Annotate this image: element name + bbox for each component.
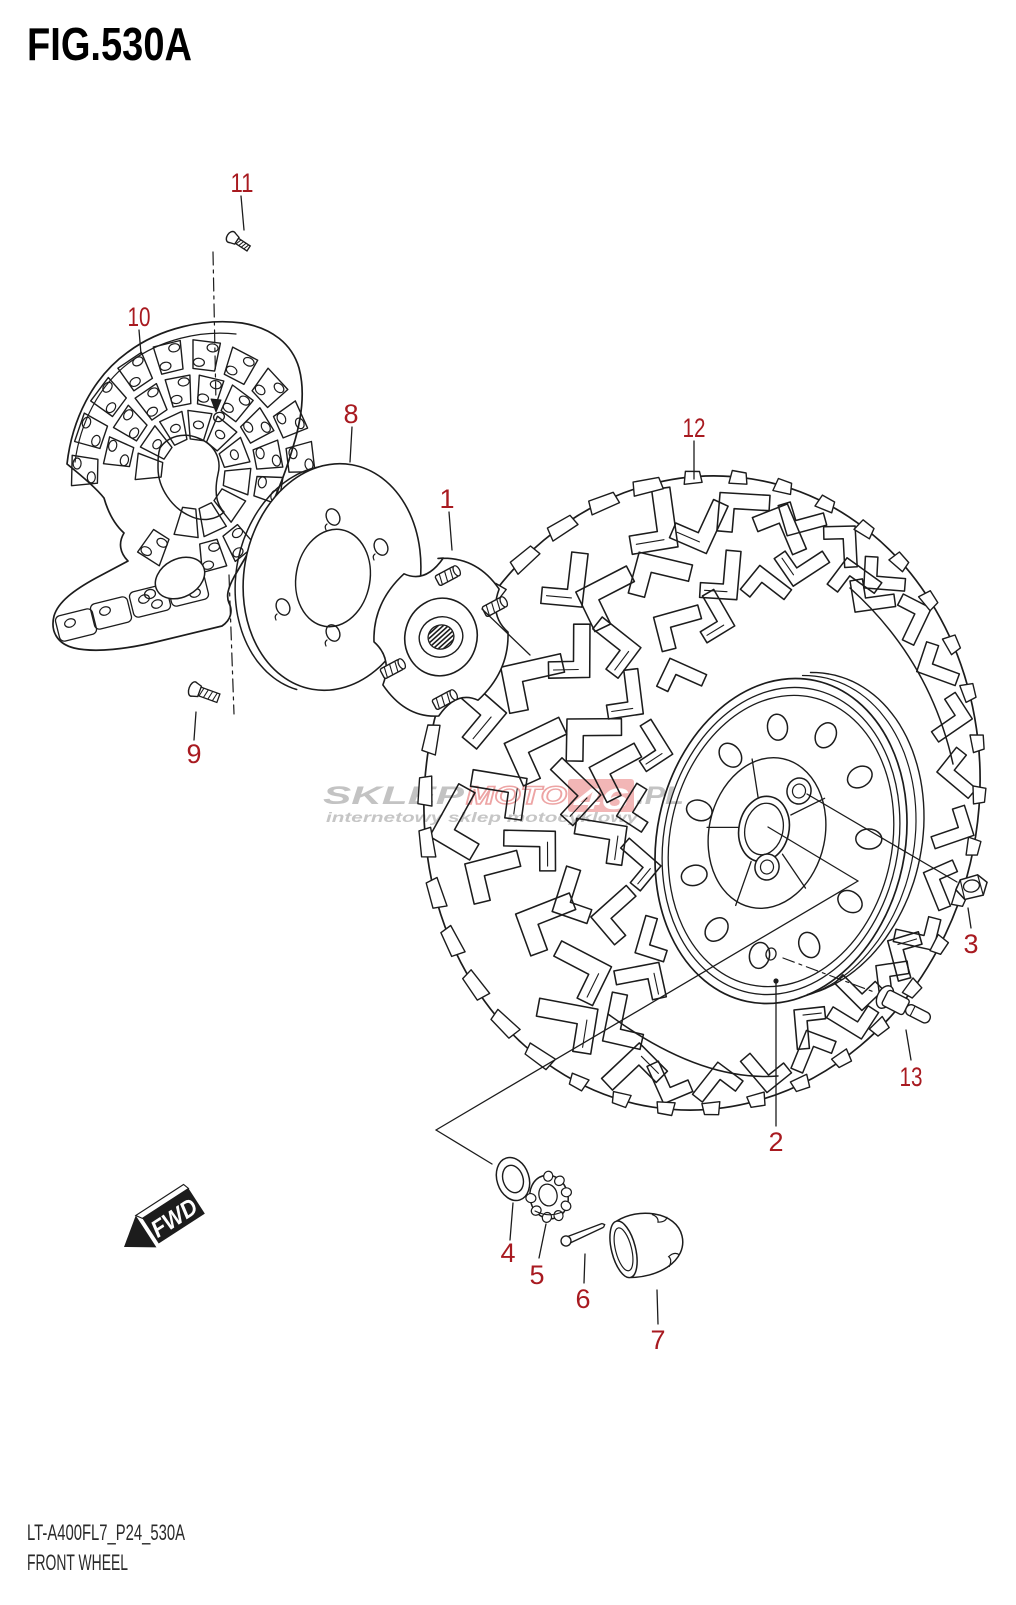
- svg-text:7: 7: [650, 1325, 665, 1355]
- svg-text:6: 6: [575, 1284, 590, 1314]
- svg-text:FRONT WHEEL: FRONT WHEEL: [27, 1550, 128, 1575]
- svg-text:internetowy sklep motocyklowy: internetowy sklep motocyklowy: [326, 809, 640, 825]
- svg-text:5: 5: [529, 1260, 544, 1290]
- svg-text:2: 2: [768, 1127, 783, 1157]
- svg-text:9: 9: [186, 739, 201, 769]
- svg-text:4: 4: [500, 1238, 515, 1268]
- svg-text:3: 3: [963, 929, 978, 959]
- svg-text:1: 1: [439, 484, 454, 514]
- svg-text:8: 8: [343, 399, 358, 429]
- svg-text:FIG.530A: FIG.530A: [27, 18, 192, 70]
- svg-text:LT-A400FL7_P24_530A: LT-A400FL7_P24_530A: [27, 1520, 185, 1545]
- svg-text:10: 10: [128, 302, 151, 332]
- svg-text:13: 13: [900, 1062, 923, 1092]
- svg-text:11: 11: [231, 168, 254, 198]
- svg-text:12: 12: [683, 413, 706, 443]
- svg-text:MOTO: MOTO: [466, 782, 568, 810]
- svg-text:SKLEP: SKLEP: [323, 782, 465, 810]
